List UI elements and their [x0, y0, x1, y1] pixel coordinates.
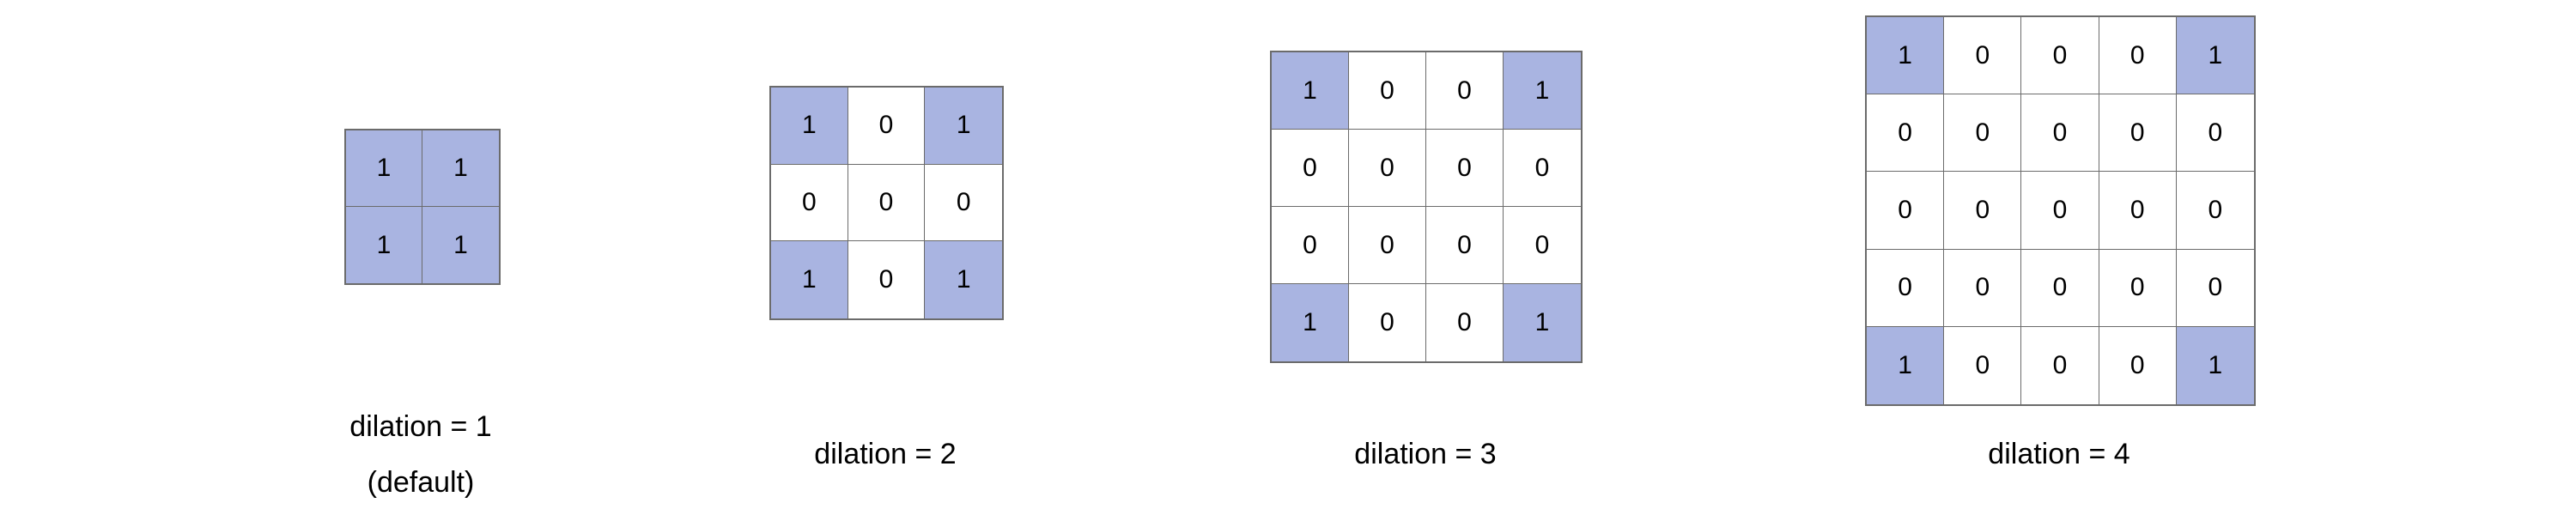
kernel-cell-r1-c2: 0 — [2021, 94, 2099, 173]
kernel-cell-r0-c4: 1 — [2176, 17, 2254, 95]
caption-dilation-1: dilation = 1 — [349, 410, 492, 443]
kernel-cell-r1-c2: 0 — [1426, 130, 1504, 207]
kernel-cell-r1-c0: 0 — [771, 164, 848, 242]
kernel-cell-r1-c0: 1 — [346, 207, 422, 283]
kernel-cell-r2-c1: 0 — [848, 241, 926, 318]
kernel-cell-r0-c1: 0 — [848, 88, 926, 165]
kernel-cell-r2-c3: 0 — [1504, 207, 1581, 284]
kernel-cell-r2-c1: 0 — [1349, 207, 1426, 284]
kernel-cell-r1-c1: 0 — [848, 164, 926, 242]
kernel-cell-r3-c1: 0 — [1349, 284, 1426, 361]
caption-dilation-2: dilation = 2 — [814, 438, 957, 470]
kernel-cell-r0-c3: 0 — [2099, 17, 2177, 95]
kernel-cell-r2-c2: 0 — [2021, 172, 2099, 250]
caption-dilation-1-default-note: (default) — [367, 466, 475, 499]
kernel-cell-r2-c2: 1 — [925, 241, 1002, 318]
kernel-cell-r4-c3: 0 — [2099, 326, 2177, 404]
kernel-cell-r1-c1: 0 — [1944, 94, 2022, 173]
kernel-cell-r1-c3: 0 — [1504, 130, 1581, 207]
kernel-cell-r3-c1: 0 — [1944, 249, 2022, 327]
kernel-cell-r0-c0: 1 — [771, 88, 848, 165]
kernel-cell-r2-c4: 0 — [2176, 172, 2254, 250]
kernel-cell-r2-c0: 0 — [1272, 207, 1349, 284]
kernel-cell-r2-c2: 0 — [1426, 207, 1504, 284]
kernel-cell-r1-c2: 0 — [925, 164, 1002, 242]
kernel-cell-r1-c0: 0 — [1272, 130, 1349, 207]
caption-dilation-3: dilation = 3 — [1354, 438, 1497, 470]
kernel-cell-r4-c4: 1 — [2176, 326, 2254, 404]
kernel-cell-r2-c1: 0 — [1944, 172, 2022, 250]
kernel-cell-r0-c0: 1 — [1867, 17, 1945, 95]
kernel-cell-r0-c1: 0 — [1944, 17, 2022, 95]
kernel-cell-r3-c2: 0 — [1426, 284, 1504, 361]
kernel-cell-r3-c4: 0 — [2176, 249, 2254, 327]
kernel-cell-r0-c1: 0 — [1349, 52, 1426, 130]
kernel-cell-r4-c2: 0 — [2021, 326, 2099, 404]
kernel-cell-r1-c1: 0 — [1349, 130, 1426, 207]
kernel-cell-r1-c0: 0 — [1867, 94, 1945, 173]
caption-dilation-4: dilation = 4 — [1988, 438, 2130, 470]
kernel-cell-r1-c4: 0 — [2176, 94, 2254, 173]
kernel-cell-r0-c2: 0 — [2021, 17, 2099, 95]
kernel-cell-r2-c0: 1 — [771, 241, 848, 318]
kernel-cell-r3-c0: 1 — [1272, 284, 1349, 361]
kernel-cell-r0-c2: 1 — [925, 88, 1002, 165]
kernel-cell-r4-c1: 0 — [1944, 326, 2022, 404]
kernel-cell-r1-c1: 1 — [422, 207, 499, 283]
kernel-cell-r0-c0: 1 — [346, 130, 422, 207]
kernel-cell-r0-c3: 1 — [1504, 52, 1581, 130]
kernel-cell-r1-c3: 0 — [2099, 94, 2177, 173]
kernel-cell-r2-c0: 0 — [1867, 172, 1945, 250]
kernel-cell-r4-c0: 1 — [1867, 326, 1945, 404]
kernel-cell-r0-c0: 1 — [1272, 52, 1349, 130]
kernel-cell-r0-c1: 1 — [422, 130, 499, 207]
kernel-cell-r3-c3: 0 — [2099, 249, 2177, 327]
kernel-cell-r2-c3: 0 — [2099, 172, 2177, 250]
kernel-cell-r3-c3: 1 — [1504, 284, 1581, 361]
kernel-cell-r0-c2: 0 — [1426, 52, 1504, 130]
kernel-cell-r3-c2: 0 — [2021, 249, 2099, 327]
kernel-cell-r3-c0: 0 — [1867, 249, 1945, 327]
